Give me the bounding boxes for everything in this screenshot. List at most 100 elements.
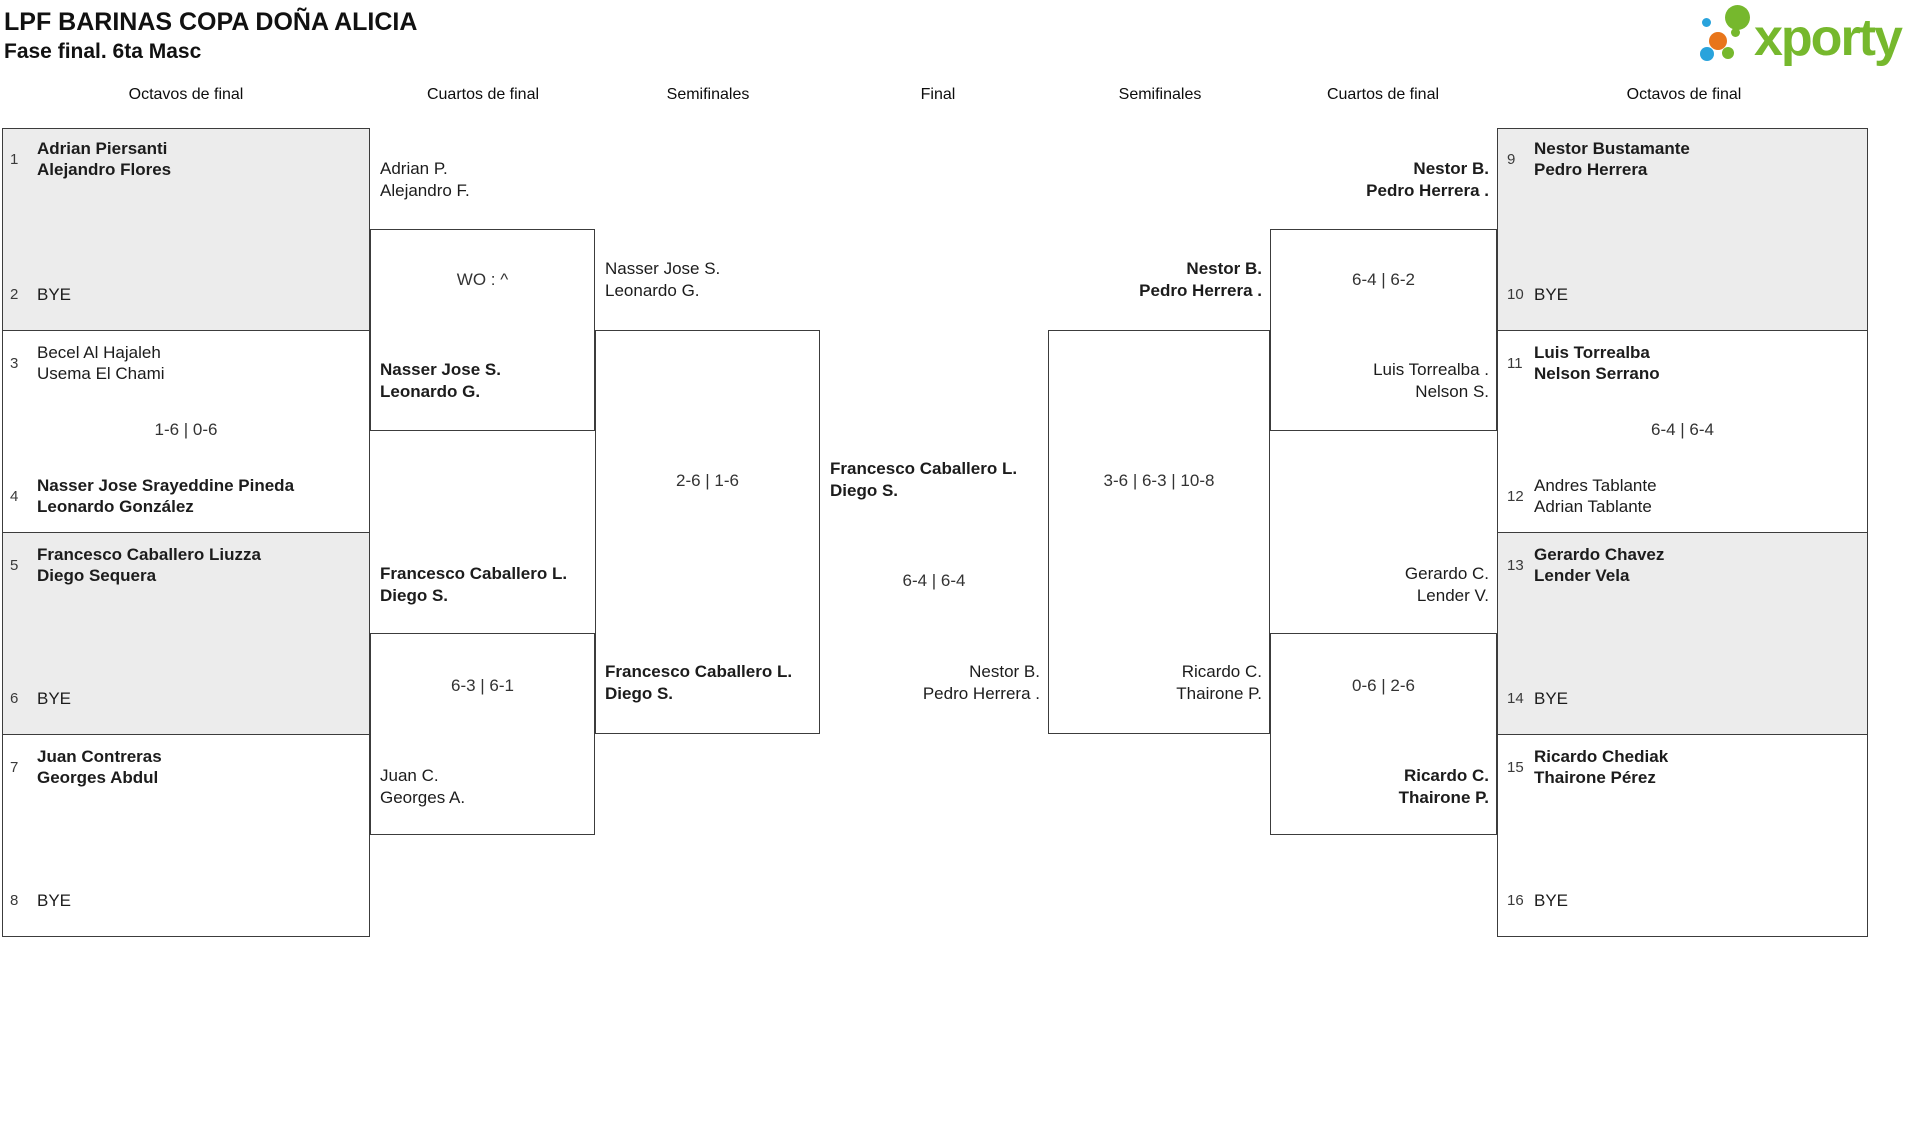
qf-left-1-bottom-pair: Nasser Jose S. Leonardo G. [380,360,501,401]
entry-names: BYE [37,891,72,910]
entry-names: BYE [1534,891,1569,910]
match-score-sf-right: 3-6 | 6-3 | 10-8 [1103,471,1215,490]
round-header-octavos-right: Octavos de final [1626,86,1742,103]
bracket-entry-12: 12 Andres Tablante Adrian Tablante [1507,475,1857,517]
entry-names: Adrian Piersanti Alejandro Flores [37,139,172,179]
bracket-entry-11: 11 Luis Torrealba Nelson Serrano [1507,342,1857,384]
bracket-entry-5: 5 Francesco Caballero Liuzza Diego Seque… [10,544,360,586]
entry-seed: 13 [1507,556,1524,574]
page-title: LPF BARINAS COPA DOÑA ALICIA [4,8,418,36]
sf-right-bottom-pair: Ricardo C. Thairone P. [1176,662,1262,703]
entry-names: Juan Contreras Georges Abdul [37,747,162,787]
quarterfinal-box-left-2 [370,633,595,835]
sf-left-bottom-pair: Francesco Caballero L. Diego S. [605,662,793,703]
round-header-octavos-left: Octavos de final [128,86,244,103]
octavos-box-13-14 [1497,532,1868,735]
logo-dot-green-icon [1722,47,1734,59]
bracket-entry-16: 16 BYE [1507,890,1857,911]
entry-seed: 14 [1507,690,1524,707]
quarterfinal-box-left-1 [370,229,595,431]
logo-dot-blue-icon [1700,47,1714,61]
entry-seed: 15 [1507,758,1524,776]
entry-seed: 4 [10,487,19,505]
semifinal-box-left [595,330,820,734]
entry-seed: 8 [10,892,19,909]
octavos-box-9-10 [1497,128,1868,331]
bracket-entry-13: 13 Gerardo Chavez Lender Vela [1507,544,1857,586]
semifinal-box-right [1048,330,1270,734]
entry-names: Andres Tablante Adrian Tablante [1534,476,1657,516]
match-score-qf-left-2: 6-3 | 6-1 [450,676,514,695]
round-header-semis-right: Semifinales [1118,86,1202,103]
qf-right-2-bottom-pair: Ricardo C. Thairone P. [1398,766,1489,807]
entry-names: BYE [1534,285,1569,304]
octavos-box-7-8 [2,734,370,937]
bracket-entry-6: 6 BYE [10,688,360,709]
match-score-octavos-11-12: 6-4 | 6-4 [1650,420,1714,439]
quarterfinal-box-right-1 [1270,229,1497,431]
sf-left-top-pair: Nasser Jose S. Leonardo G. [605,259,721,300]
entry-names: Francesco Caballero Liuzza Diego Sequera [37,545,261,585]
match-score-qf-right-2: 0-6 | 2-6 [1351,676,1415,695]
bracket-entry-9: 9 Nestor Bustamante Pedro Herrera [1507,138,1857,180]
qf-right-1-bottom-pair: Luis Torrealba . Nelson S. [1373,360,1489,401]
entry-names: Becel Al Hajaleh Usema El Chami [37,343,165,383]
qf-left-2-top-pair: Francesco Caballero L. Diego S. [380,564,568,605]
bracket-entry-8: 8 BYE [10,890,360,911]
entry-names: Nasser Jose Srayeddine Pineda Leonardo G… [37,476,295,516]
octavos-box-3-4 [2,330,370,533]
entry-seed: 1 [10,150,19,168]
entry-names: Gerardo Chavez Lender Vela [1534,545,1665,585]
page-subtitle: Fase final. 6ta Masc [4,40,202,63]
entry-seed: 10 [1507,286,1524,303]
octavos-box-11-12 [1497,330,1868,533]
bracket-entry-14: 14 BYE [1507,688,1857,709]
round-header-cuartos-right: Cuartos de final [1326,86,1440,103]
entry-seed: 2 [10,286,19,303]
entry-seed: 6 [10,690,19,707]
entry-names: BYE [37,689,72,708]
match-score-qf-left-1: WO : ^ [456,270,509,289]
match-score-qf-right-1: 6-4 | 6-2 [1351,270,1415,289]
entry-seed: 16 [1507,892,1524,909]
octavos-box-5-6 [2,532,370,735]
qf-left-2-bottom-pair: Juan C. Georges A. [380,766,466,807]
round-header-cuartos-left: Cuartos de final [426,86,540,103]
octavos-box-15-16 [1497,734,1868,937]
quarterfinal-box-right-2 [1270,633,1497,835]
match-score-sf-left: 2-6 | 1-6 [675,471,739,490]
bracket-entry-4: 4 Nasser Jose Srayeddine Pineda Leonardo… [10,475,360,517]
logo-dot-green-large-icon [1725,5,1750,30]
xporty-logo: xporty [1698,2,1916,74]
entry-names: Luis Torrealba Nelson Serrano [1534,343,1660,383]
entry-names: Nestor Bustamante Pedro Herrera [1534,139,1690,179]
logo-dot-green-small-icon [1731,28,1740,37]
bracket-entry-1: 1 Adrian Piersanti Alejandro Flores [10,138,360,180]
entry-seed: 5 [10,556,19,574]
bracket-entry-3: 3 Becel Al Hajaleh Usema El Chami [10,342,360,384]
logo-wordmark: xporty [1754,9,1903,67]
qf-right-2-top-pair: Gerardo C. Lender V. [1404,564,1489,605]
bracket-entry-7: 7 Juan Contreras Georges Abdul [10,746,360,788]
match-score-final: 6-4 | 6-4 [902,571,966,590]
logo-dot-orange-icon [1709,32,1727,50]
entry-seed: 11 [1507,354,1523,372]
match-score-octavos-3-4: 1-6 | 0-6 [154,420,218,439]
entry-seed: 3 [10,354,19,372]
sf-right-top-pair: Nestor B. Pedro Herrera . [1139,259,1262,300]
final-right-pair: Nestor B. Pedro Herrera . [922,662,1040,703]
entry-seed: 9 [1507,150,1516,168]
entry-names: BYE [37,285,72,304]
round-header-final: Final [920,86,956,103]
round-header-semis-left: Semifinales [666,86,750,103]
logo-dot-blue-small-icon [1702,18,1711,27]
bracket-entry-10: 10 BYE [1507,284,1857,305]
entry-seed: 7 [10,758,19,776]
qf-left-1-top-pair: Adrian P. Alejandro F. [380,159,470,200]
octavos-box-1-2 [2,128,370,331]
entry-seed: 12 [1507,487,1524,505]
bracket-entry-2: 2 BYE [10,284,360,305]
qf-right-1-top-pair: Nestor B. Pedro Herrera . [1366,159,1489,200]
entry-names: BYE [1534,689,1569,708]
